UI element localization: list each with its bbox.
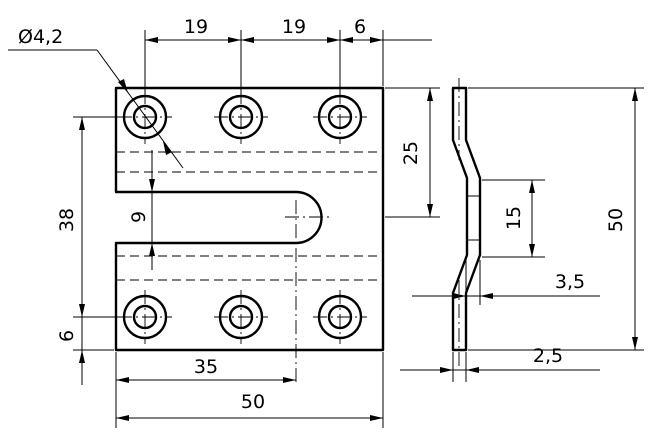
hole [313,90,367,144]
plate-outline [114,86,385,352]
dim-thickness: 2,5 [533,345,563,367]
dim-slot-depth: 35 [194,356,218,378]
hole [118,90,172,144]
side-view [451,78,482,366]
hole [313,290,367,344]
dim-offset-height: 15 [503,206,525,230]
front-dimensions: 19 19 6 Ø4,2 25 9 38 6 [8,16,440,428]
dim-bottom-offset: 6 [56,330,78,342]
hole [214,290,268,344]
dim-offset-depth: 3,5 [555,271,585,293]
hole [118,290,172,344]
dim-hole-row-spacing: 38 [56,208,78,232]
dim-edge-offset: 6 [354,16,366,38]
dim-hole-diameter: Ø4,2 [18,26,63,48]
dim-hole-pitch-2: 19 [282,16,306,38]
dim-slot-width: 9 [128,211,150,223]
dim-overall-width: 50 [241,391,265,413]
dim-overall-height: 50 [605,208,627,232]
side-profile [451,86,482,352]
dim-hole-pitch-1: 19 [184,16,208,38]
hole [214,90,268,144]
front-view [114,86,385,384]
side-dimensions: 50 15 3,5 2,5 [400,87,644,382]
dim-upper-height: 25 [400,141,422,165]
